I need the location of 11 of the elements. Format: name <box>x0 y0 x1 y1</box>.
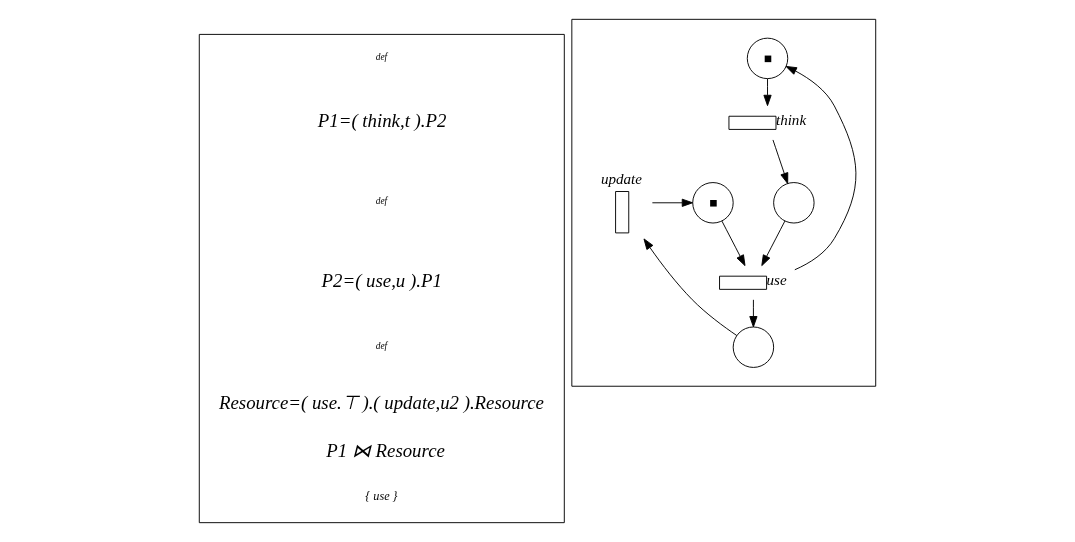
label: P1 ⋈ Resource <box>326 439 445 461</box>
node-label: update <box>601 170 642 187</box>
label: P2=( use,u ).P1 <box>321 269 442 291</box>
label: P1=( think,t ).P2 <box>317 109 447 131</box>
node-label: use <box>766 272 787 289</box>
label: def <box>375 51 388 62</box>
label: def <box>375 340 388 351</box>
label: Resource=( use.⊤ ).( update,u2 ).Resource <box>219 391 544 413</box>
label: def <box>375 196 388 207</box>
label: { use } <box>365 488 398 503</box>
node-label: think <box>775 112 807 129</box>
